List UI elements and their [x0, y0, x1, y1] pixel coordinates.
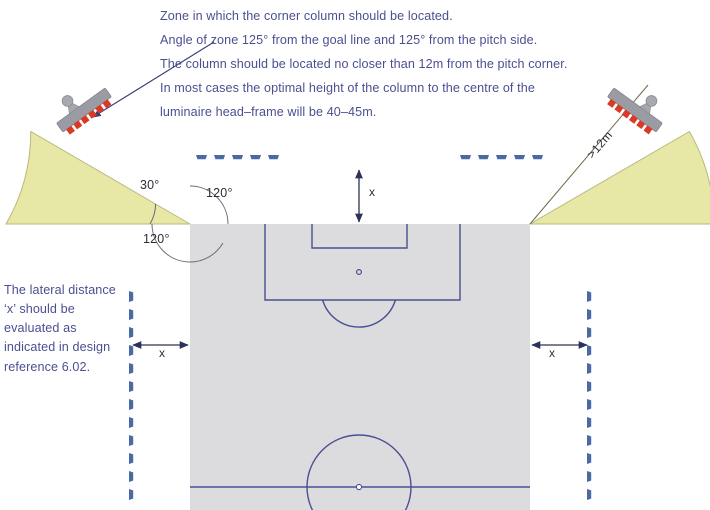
angle-label-120-left: 120° — [143, 232, 170, 246]
x-label-left: x — [159, 346, 165, 360]
note-line-5: luminaire head–frame will be 40–45m. — [160, 104, 377, 119]
goal-line-extension-right — [460, 155, 543, 160]
x-label-top: x — [369, 185, 375, 199]
penalty-spot — [356, 269, 363, 276]
arc-120-right — [189, 185, 229, 225]
arc-120-left — [151, 223, 191, 263]
zone-wedge-right — [528, 130, 710, 225]
goal-line-extension-left — [196, 155, 279, 160]
lateral-reference-line-right — [587, 291, 592, 500]
leader-line-left — [92, 41, 215, 118]
angle-label-30: 30° — [140, 178, 160, 192]
luminaire-left — [56, 88, 112, 135]
luminaire-right — [607, 88, 663, 135]
note-line-2: Angle of zone 125° from the goal line an… — [160, 32, 538, 47]
centre-circle — [306, 434, 412, 510]
centre-spot — [355, 483, 363, 491]
note-line-1: Zone in which the corner column should b… — [160, 9, 453, 23]
penalty-arc — [321, 299, 397, 328]
angle-arcs — [149, 185, 229, 263]
arc-30 — [149, 203, 157, 225]
lateral-reference-line-left — [129, 291, 134, 500]
zone-wedge-left — [5, 130, 192, 225]
pitch — [190, 224, 530, 510]
note-line-4: In most cases the optimal height of the … — [160, 80, 535, 95]
angle-label-120-right: 120° — [206, 186, 233, 200]
note-line-3: The column should be located no closer t… — [160, 56, 568, 71]
lateral-distance-note: The lateral distance ‘x’ should be evalu… — [4, 283, 116, 374]
arc-120-left-b — [189, 242, 224, 263]
dimension-arrows — [132, 169, 588, 349]
goal-box — [311, 224, 408, 249]
x-label-right: x — [549, 346, 555, 360]
notes-block: Zone in which the corner column should b… — [160, 5, 567, 125]
penalty-box — [264, 224, 461, 301]
